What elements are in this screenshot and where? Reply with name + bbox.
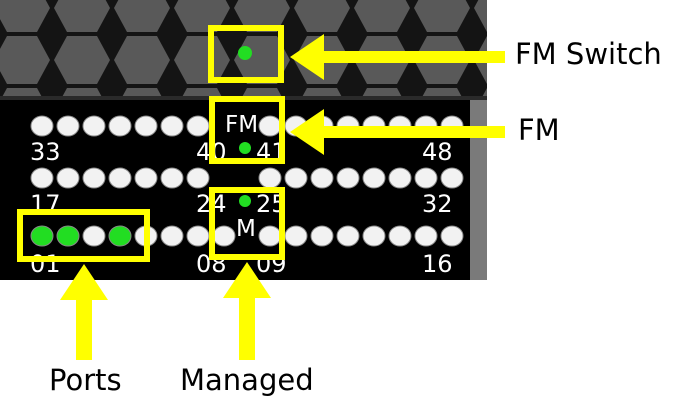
managed-led xyxy=(239,195,251,207)
port-led xyxy=(161,168,183,188)
port-led xyxy=(31,116,53,136)
port-number-41: 41 xyxy=(256,138,287,166)
port-led xyxy=(57,168,79,188)
port-led xyxy=(441,116,463,136)
port-led xyxy=(83,168,105,188)
port-number-17: 17 xyxy=(30,190,61,218)
port-number-32: 32 xyxy=(422,190,453,218)
port-led xyxy=(83,226,105,246)
port-led xyxy=(259,226,281,246)
port-led xyxy=(161,226,183,246)
port-number-08: 08 xyxy=(196,250,227,278)
port-led xyxy=(311,226,333,246)
port-led xyxy=(311,116,333,136)
port-led xyxy=(83,116,105,136)
port-led xyxy=(135,168,157,188)
port-led xyxy=(337,168,359,188)
device-front-panel: 33 40 41 48 17 24 25 32 01 08 09 16 FM M xyxy=(0,0,487,280)
port-led xyxy=(415,116,437,136)
port-led-active xyxy=(57,226,79,246)
port-led xyxy=(389,168,411,188)
port-led xyxy=(285,168,307,188)
port-led xyxy=(161,116,183,136)
port-led xyxy=(187,116,209,136)
port-led-active xyxy=(31,226,53,246)
port-led xyxy=(363,116,385,136)
fm-led xyxy=(239,142,251,154)
port-led xyxy=(187,168,209,188)
port-led xyxy=(363,168,385,188)
port-led xyxy=(311,168,333,188)
port-led xyxy=(363,226,385,246)
port-led xyxy=(135,226,157,246)
port-number-09: 09 xyxy=(256,250,287,278)
port-led xyxy=(285,226,307,246)
port-number-48: 48 xyxy=(422,138,453,166)
port-led xyxy=(135,116,157,136)
port-led xyxy=(441,168,463,188)
port-number-40: 40 xyxy=(196,138,227,166)
port-number-25: 25 xyxy=(256,190,287,218)
port-led xyxy=(415,168,437,188)
port-led xyxy=(285,116,307,136)
port-led xyxy=(389,116,411,136)
port-led xyxy=(259,116,281,136)
managed-callout-label: Managed xyxy=(180,366,314,395)
port-led xyxy=(337,116,359,136)
port-led-active xyxy=(109,226,131,246)
port-led xyxy=(213,226,235,246)
managed-led-label: M xyxy=(236,216,256,242)
port-number-24: 24 xyxy=(196,190,227,218)
port-led xyxy=(337,226,359,246)
port-led xyxy=(441,226,463,246)
ports-callout-label: Ports xyxy=(49,366,122,395)
port-number-33: 33 xyxy=(30,138,61,166)
fm-callout-label: FM xyxy=(518,116,560,145)
port-number-01: 01 xyxy=(30,250,61,278)
port-led xyxy=(57,116,79,136)
port-led xyxy=(187,226,209,246)
port-led xyxy=(109,168,131,188)
port-led xyxy=(389,226,411,246)
port-led xyxy=(415,226,437,246)
fm-led-label: FM xyxy=(225,112,258,138)
fm-switch-led xyxy=(238,46,252,60)
port-led xyxy=(109,116,131,136)
port-led xyxy=(259,168,281,188)
port-number-16: 16 xyxy=(422,250,453,278)
fm-switch-callout-label: FM Switch xyxy=(515,40,662,69)
port-led xyxy=(31,168,53,188)
